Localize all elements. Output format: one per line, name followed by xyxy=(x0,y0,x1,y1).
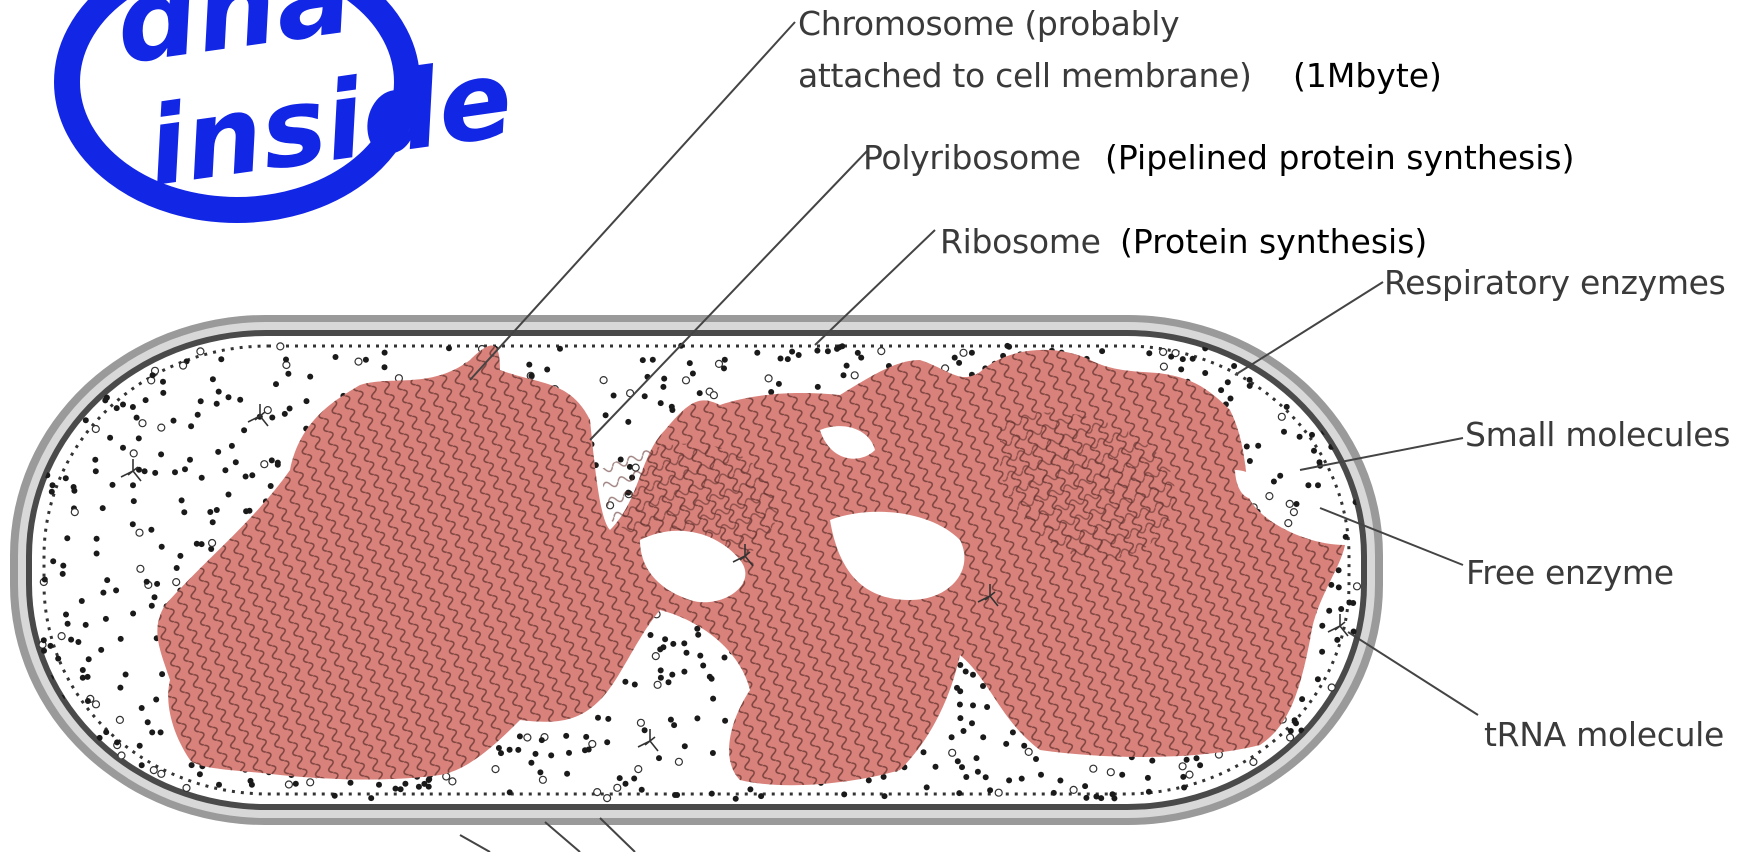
free-enzyme-label: Free enzyme xyxy=(1466,553,1674,592)
dna-inside-logo: dna inside xyxy=(67,0,520,211)
ribosome-note: (Protein synthesis) xyxy=(1120,222,1427,261)
chromosome-label: Chromosome (probably xyxy=(798,4,1179,43)
chromosome-label-line2: attached to cell membrane) xyxy=(798,56,1252,95)
small-molecules-label: Small molecules xyxy=(1465,415,1730,454)
ribosome-label: Ribosome xyxy=(940,222,1101,261)
leader-bottom-1 xyxy=(460,835,490,852)
polyribosome-label: Polyribosome xyxy=(863,138,1081,177)
leader-bottom-2 xyxy=(545,822,580,852)
leader-trna xyxy=(1348,632,1478,715)
trna-molecule-label: tRNA molecule xyxy=(1484,715,1724,754)
respiratory-enzymes-label: Respiratory enzymes xyxy=(1384,263,1726,302)
polyribosome-note: (Pipelined protein synthesis) xyxy=(1105,138,1574,177)
chromosome-region xyxy=(157,346,1345,786)
leader-respiratory xyxy=(1235,282,1383,375)
chromosome-note: (1Mbyte) xyxy=(1293,56,1442,95)
